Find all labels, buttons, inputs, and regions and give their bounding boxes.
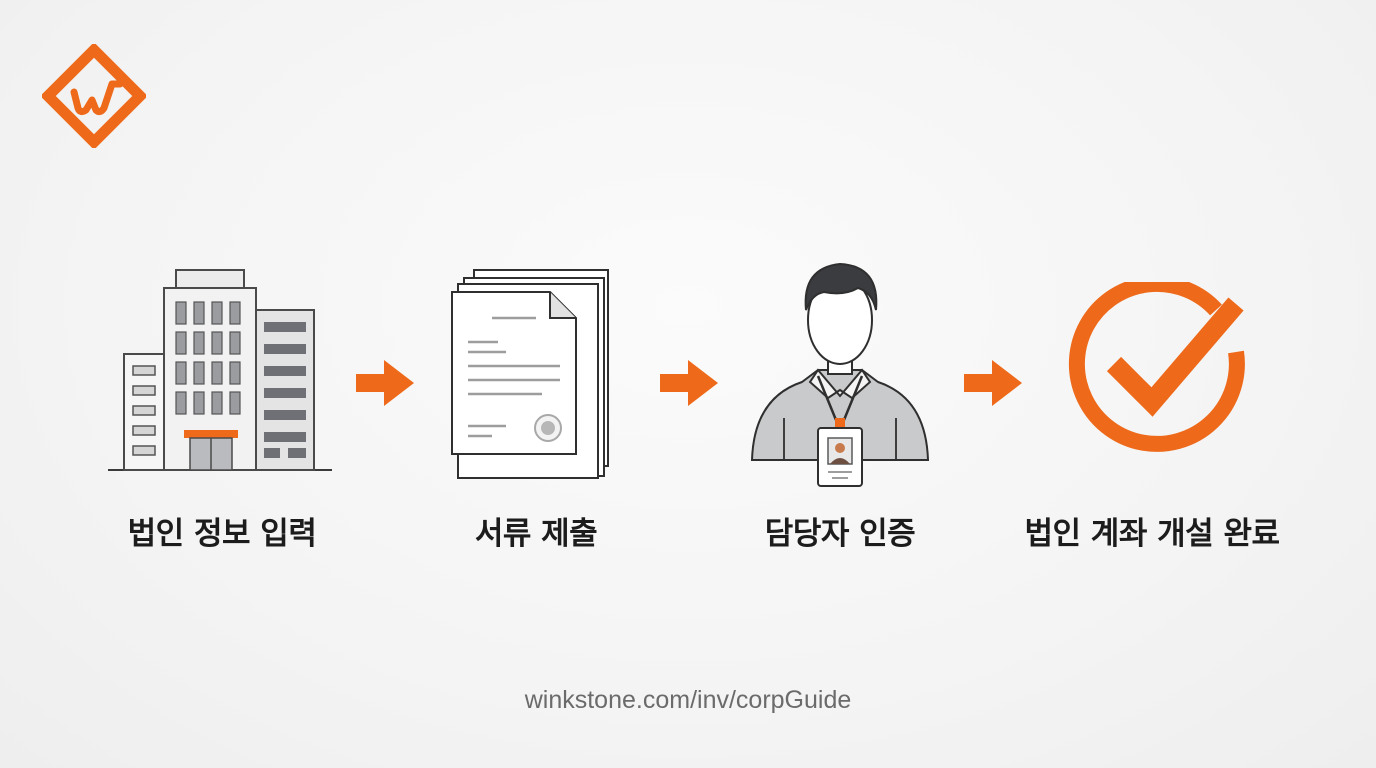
footer-url: winkstone.com/inv/corpGuide — [524, 686, 852, 714]
step-label-manager-verification: 담당자 인증 — [764, 516, 916, 552]
step-label-document-submission: 서류 제출 — [474, 516, 598, 552]
step-label-corporate-info: 법인 정보 입력 — [127, 516, 317, 552]
check-circle-icon — [1068, 282, 1245, 452]
documents-icon — [451, 269, 609, 479]
person-id-badge-icon — [750, 262, 930, 487]
arrow-right-icon — [356, 360, 414, 406]
arrow-right-icon — [964, 360, 1022, 406]
brand-logo-icon — [42, 44, 146, 148]
building-icon — [108, 269, 332, 471]
step-label-account-opened: 법인 계좌 개설 완료 — [1024, 516, 1280, 552]
arrow-right-icon — [660, 360, 718, 406]
